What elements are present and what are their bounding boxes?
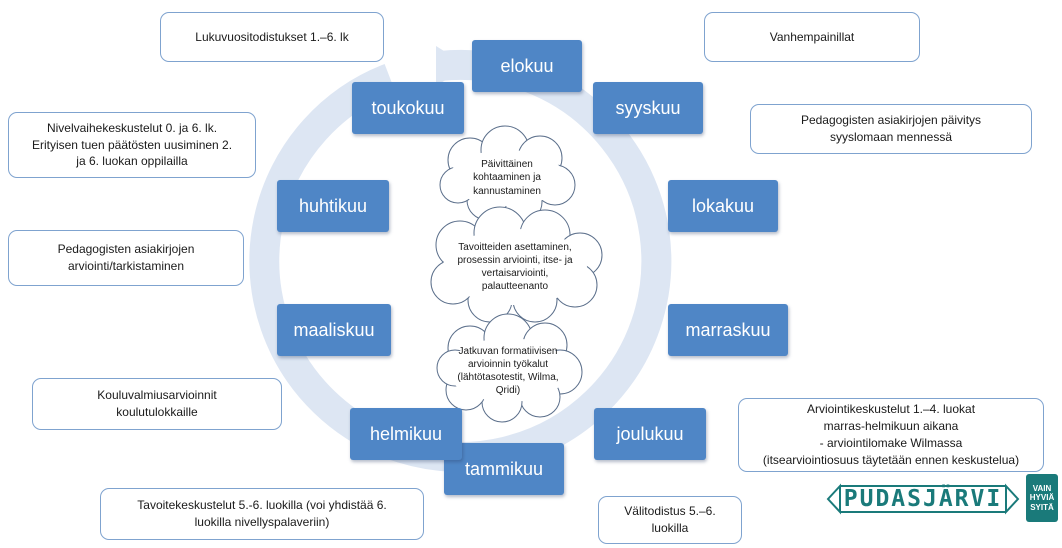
note-tavoitekeskustelut: Tavoitekeskustelut 5.-6. luokilla (voi y…	[100, 488, 424, 540]
note-kouluvalmiusarvioinnit-text: Kouluvalmiusarvioinnit koulutulokkaille	[97, 388, 217, 419]
cycle-arrowhead	[436, 46, 468, 86]
note-pedagogisten-arviointi-text: Pedagogisten asiakirjojen arviointi/tark…	[57, 242, 195, 273]
cloud-jatkuvan: Jatkuvan formatiivisen arvioinnin työkal…	[448, 340, 568, 402]
logo-badge: VAIN HYVIÄ SYITÄ	[1026, 474, 1058, 522]
note-lukuvuositodistukset: Lukuvuositodistukset 1.–6. lk	[160, 12, 384, 62]
cloud-jatkuvan-shape	[436, 313, 583, 423]
month-syyskuu: syyskuu	[593, 82, 703, 134]
month-tammikuu: tammikuu	[444, 443, 564, 495]
note-pedagogisten-arviointi: Pedagogisten asiakirjojen arviointi/tark…	[8, 230, 244, 286]
cloud-paivittainen-shape	[439, 125, 576, 223]
note-kouluvalmiusarvioinnit: Kouluvalmiusarvioinnit koulutulokkaille	[32, 378, 282, 430]
month-marraskuu: marraskuu	[668, 304, 788, 356]
note-valitodistus: Välitodistus 5.–6. luokilla	[598, 496, 742, 544]
cloud-tavoitteiden: Tavoitteiden asettaminen, prosessin arvi…	[440, 232, 590, 302]
month-elokuu: elokuu	[472, 40, 582, 92]
note-arviointikeskustelut-text: Arviointikeskustelut 1.–4. luokat marras…	[762, 402, 1020, 467]
logo-right-arrow-shape	[1005, 483, 1020, 515]
cloud-tavoitteiden-text: Tavoitteiden asettaminen, prosessin arvi…	[457, 241, 573, 293]
note-vanhempainillat: Vanhempainillat	[704, 12, 920, 62]
logo-pudasjarvi: PUDASJÄRVI	[826, 478, 1020, 520]
note-arviointikeskustelut: Arviointikeskustelut 1.–4. luokat marras…	[738, 398, 1044, 472]
note-nivelvaihekeskustelut: Nivelvaihekeskustelut 0. ja 6. lk. Erity…	[8, 112, 256, 178]
logo-badge-line: HYVIÄ	[1029, 493, 1055, 503]
cloud-paivittainen-text: Päivittäinen kohtaaminen ja kannustamine…	[473, 159, 541, 197]
logo-frame	[826, 483, 1020, 515]
month-toukokuu: toukokuu	[352, 82, 464, 134]
month-huhtikuu: huhtikuu	[277, 180, 389, 232]
note-tavoitekeskustelut-text: Tavoitekeskustelut 5.-6. luokilla (voi y…	[137, 498, 387, 529]
logo-left-arrow-shape	[826, 483, 841, 515]
note-pedagogisten-paivitys-text: Pedagogisten asiakirjojen päivitys syysl…	[800, 113, 982, 144]
cloud-paivittainen: Päivittäinen kohtaaminen ja kannustamine…	[452, 150, 562, 206]
note-valitodistus-text: Välitodistus 5.–6. luokilla	[624, 504, 716, 535]
cloud-jatkuvan-text: Jatkuvan formatiivisen arvioinnin työkal…	[457, 345, 559, 397]
note-pedagogisten-paivitys: Pedagogisten asiakirjojen päivitys syysl…	[750, 104, 1032, 154]
logo-pudasjarvi-text: PUDASJÄRVI	[843, 486, 1003, 512]
month-maaliskuu: maaliskuu	[277, 304, 391, 356]
logo-badge-line: SYITÄ	[1030, 502, 1054, 512]
month-lokakuu: lokakuu	[668, 180, 778, 232]
note-lukuvuositodistukset-text: Lukuvuositodistukset 1.–6. lk	[195, 29, 349, 44]
note-vanhempainillat-text: Vanhempainillat	[769, 29, 855, 44]
logo-badge-line: VAIN	[1032, 484, 1052, 494]
cloud-tavoitteiden-shape	[430, 206, 603, 323]
month-helmikuu: helmikuu	[350, 408, 462, 460]
month-joulukuu: joulukuu	[594, 408, 706, 460]
note-nivelvaihekeskustelut-text: Nivelvaihekeskustelut 0. ja 6. lk. Erity…	[31, 120, 233, 169]
